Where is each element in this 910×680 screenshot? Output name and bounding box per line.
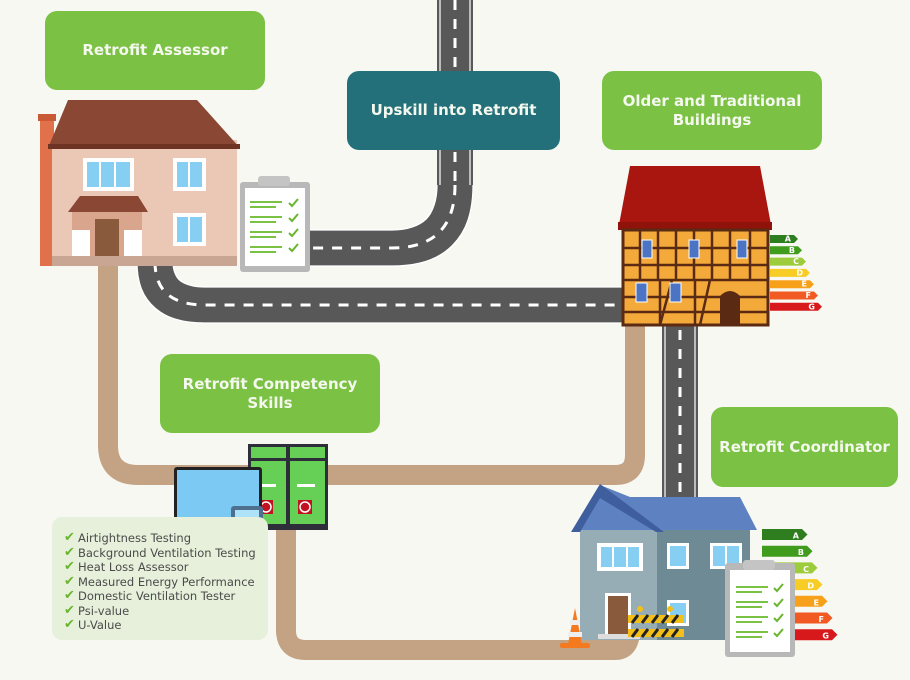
skill-label: Psi-value bbox=[78, 603, 130, 618]
checkmark-icon: ✔ bbox=[64, 617, 75, 632]
skills-list-panel: ✔Airtightness Testing✔Background Ventila… bbox=[52, 517, 268, 640]
epc-label-e: E bbox=[802, 280, 807, 289]
skill-list-item: ✔Measured Energy Performance bbox=[64, 573, 268, 590]
epc-bar-a bbox=[762, 529, 808, 540]
skill-list-item: ✔Psi-value bbox=[64, 602, 268, 619]
retrofit-assessor-label: Retrofit Assessor bbox=[82, 41, 228, 59]
skill-list-item: ✔Background Ventilation Testing bbox=[64, 544, 268, 561]
epc-label-d: D bbox=[807, 582, 814, 591]
epc-bar-c bbox=[770, 257, 806, 266]
epc-bar-a bbox=[770, 235, 798, 243]
retrofit-assessor-box: Retrofit Assessor bbox=[45, 11, 265, 90]
retrofit-coordinator-box: Retrofit Coordinator bbox=[711, 407, 898, 487]
epc-label-b: B bbox=[789, 246, 795, 255]
traditional-timber-house bbox=[618, 166, 772, 327]
skill-list-item: ✔Domestic Ventilation Tester bbox=[64, 588, 268, 604]
epc-bar-g bbox=[770, 302, 822, 311]
assessor-house bbox=[38, 100, 240, 266]
checkmark-icon: ✔ bbox=[64, 573, 75, 589]
epc-label-a: A bbox=[793, 532, 800, 541]
retrofit-competency-skills-box: Retrofit Competency Skills bbox=[160, 354, 380, 433]
epc-label-d: D bbox=[796, 268, 803, 277]
epc-label-f: F bbox=[806, 291, 811, 300]
checkmark-icon: ✔ bbox=[64, 530, 75, 545]
skill-label: Domestic Ventilation Tester bbox=[78, 589, 236, 603]
epc-bar-b bbox=[770, 246, 802, 255]
upskill-label: Upskill into Retrofit bbox=[370, 101, 537, 119]
epc-bar-f bbox=[770, 291, 818, 300]
epc-label-f: F bbox=[819, 615, 824, 624]
retrofit-coordinator-label: Retrofit Coordinator bbox=[719, 437, 890, 456]
upskill-into-retrofit-box: Upskill into Retrofit bbox=[347, 71, 560, 150]
skill-list-item: ✔Heat Loss Assessor bbox=[64, 559, 268, 575]
tan-path bbox=[98, 250, 645, 660]
older-traditional-buildings-box: Older and Traditional Buildings bbox=[602, 71, 822, 150]
checkmark-icon: ✔ bbox=[64, 544, 75, 560]
skill-label: Heat Loss Assessor bbox=[78, 560, 189, 574]
competency-label-line1: Retrofit Competency bbox=[182, 374, 358, 393]
epc-label-c: C bbox=[803, 565, 809, 574]
epc-bar-d bbox=[770, 268, 810, 277]
skill-list-item: ✔U-Value bbox=[64, 617, 268, 633]
epc-label-g: G bbox=[822, 632, 829, 641]
skill-list-item: ✔Airtightness Testing bbox=[64, 530, 268, 546]
skills-list: ✔Airtightness Testing✔Background Ventila… bbox=[52, 517, 268, 633]
clipboard-checklist-icon bbox=[240, 176, 310, 272]
epc-label-c: C bbox=[793, 257, 799, 266]
checkmark-icon: ✔ bbox=[64, 588, 75, 603]
older-traditional-label-line2: Buildings bbox=[672, 110, 752, 129]
epc-bar-e bbox=[770, 280, 814, 289]
older-traditional-label-line1: Older and Traditional bbox=[622, 91, 802, 110]
skill-label: Background Ventilation Testing bbox=[78, 545, 256, 560]
epc-label-g: G bbox=[808, 302, 815, 311]
checkmark-icon: ✔ bbox=[64, 559, 75, 574]
clipboard-checklist-icon bbox=[725, 560, 795, 657]
barrier-icon bbox=[628, 606, 684, 638]
skill-label: Measured Energy Performance bbox=[78, 574, 255, 589]
checkmark-icon: ✔ bbox=[64, 602, 75, 618]
traffic-cone-icon bbox=[560, 608, 590, 648]
road bbox=[136, 0, 698, 500]
skill-label: U-Value bbox=[78, 618, 122, 632]
epc-label-a: A bbox=[785, 235, 792, 244]
competency-label-line2: Skills bbox=[247, 393, 293, 412]
epc-label-b: B bbox=[798, 548, 804, 557]
skill-label: Airtightness Testing bbox=[78, 531, 192, 545]
epc-label-e: E bbox=[814, 598, 819, 607]
epc-bar-b bbox=[762, 545, 813, 557]
